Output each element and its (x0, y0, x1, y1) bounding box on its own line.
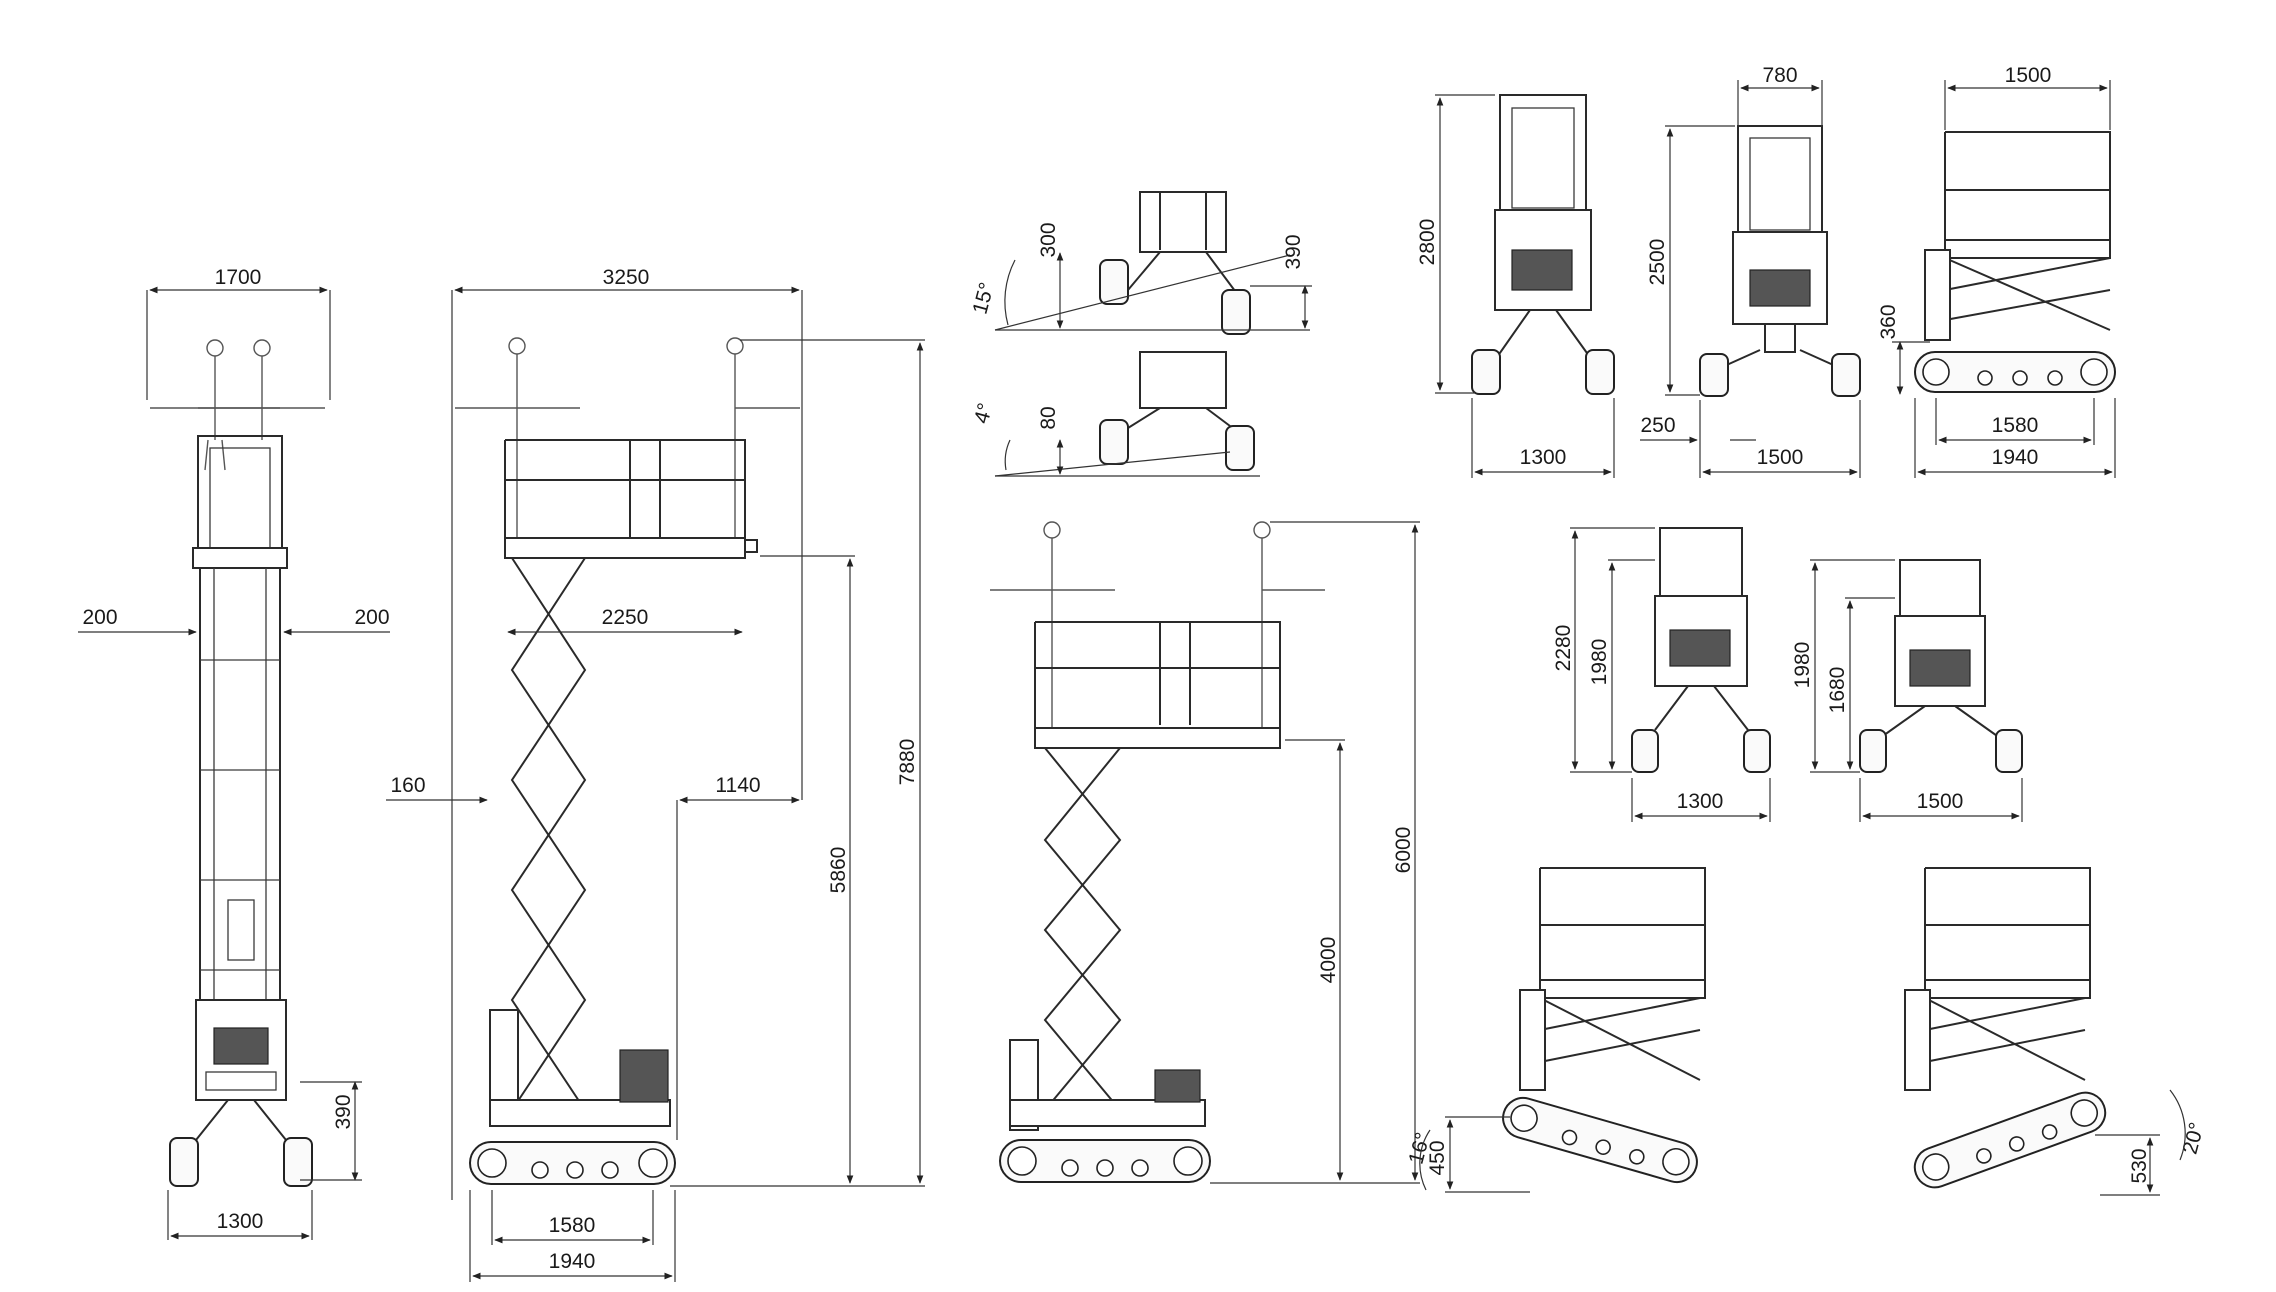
dim-780: 780 (1762, 64, 1797, 87)
dim-1500-tr2: 1500 (1757, 446, 1804, 469)
scissor-arms (1043, 747, 1122, 1111)
guardrail (1034, 621, 1281, 728)
platform-deck (192, 547, 288, 569)
scissor-arms (510, 557, 587, 1111)
dim-1680: 1680 (1826, 667, 1849, 714)
dim-80: 80 (1037, 406, 1060, 429)
slope-view-16: 450 16° (1405, 867, 1706, 1193)
slope-view-20: 530 20° (1904, 867, 2209, 1196)
dim-1940-side: 1940 (549, 1250, 596, 1273)
dim-530: 530 (2128, 1148, 2151, 1183)
dim-2250: 2250 (602, 606, 649, 629)
dim-160: 160 (390, 774, 425, 797)
dim-1500-m2: 1500 (1917, 790, 1964, 813)
side-view-mid: 6000 4000 (990, 521, 1420, 1184)
dim-2800: 2800 (1416, 219, 1439, 266)
dim-1980-m2: 1980 (1791, 642, 1814, 689)
operator-figure (150, 339, 325, 471)
chassis (1732, 231, 1828, 325)
dim-200-right: 200 (354, 606, 389, 629)
dim-7880: 7880 (896, 739, 919, 786)
dim-1980-m1: 1980 (1588, 639, 1611, 686)
platform-deck (504, 537, 746, 559)
dim-390: 390 (332, 1094, 355, 1129)
front-view-stowed-2: 780 2500 250 1500 (1640, 64, 1861, 478)
dim-6000: 6000 (1392, 827, 1415, 874)
base-frame (1009, 1099, 1206, 1127)
dim-390-tilt: 390 (1282, 234, 1305, 269)
dim-2280: 2280 (1552, 625, 1575, 672)
dim-1580-side: 1580 (549, 1214, 596, 1237)
dim-200-left: 200 (82, 606, 117, 629)
dim-angle-15: 15° (969, 280, 999, 317)
dim-1580-tr3: 1580 (1992, 414, 2039, 437)
platform-deck (1539, 979, 1706, 999)
dim-300: 300 (1037, 222, 1060, 257)
base-frame (489, 1099, 671, 1127)
platform-deck (1944, 239, 2111, 259)
dim-3250: 3250 (603, 266, 650, 289)
dim-1300-tr1: 1300 (1520, 446, 1567, 469)
mast-column (199, 567, 281, 1049)
dim-4000: 4000 (1317, 937, 1340, 984)
front-view-folded-1: 2280 1980 1300 (1552, 527, 1771, 822)
dim-1300-front: 1300 (217, 1210, 264, 1233)
dim-450: 450 (1426, 1140, 1449, 1175)
operator-figure (455, 337, 800, 540)
front-view-folded-2: 1980 1680 1500 (1791, 559, 2023, 822)
dim-360: 360 (1877, 304, 1900, 339)
dim-1500-tr3: 1500 (2005, 64, 2052, 87)
dim-1140: 1140 (715, 774, 760, 797)
operator-figure (990, 521, 1325, 728)
track-left (169, 1137, 199, 1187)
crawler-track (1913, 1091, 2107, 1189)
crawler-track (1914, 351, 2116, 393)
side-view-extended: 3250 2250 160 1140 7880 5860 1580 1940 (386, 266, 925, 1282)
tilt-detail-4: 4° 80 (970, 351, 1260, 477)
platform-deck (1924, 979, 2091, 999)
guardrail (504, 439, 746, 545)
crawler-track (1502, 1096, 1698, 1184)
platform-deck (1034, 727, 1281, 749)
dim-250: 250 (1640, 414, 1675, 437)
dim-angle-4: 4° (970, 401, 997, 426)
dim-1940-tr3: 1940 (1992, 446, 2039, 469)
dim-1700: 1700 (215, 266, 262, 289)
front-view-stowed-1: 2800 1300 (1416, 94, 1615, 478)
dim-5860: 5860 (827, 847, 850, 894)
track-right (283, 1137, 313, 1187)
dim-2500: 2500 (1646, 239, 1669, 286)
side-view-stowed: 1500 360 1580 1940 (1877, 64, 2116, 478)
dim-1300-m1: 1300 (1677, 790, 1724, 813)
tilt-detail-15: 15° 300 390 (969, 191, 1312, 335)
front-view: 1700 200 200 390 1300 (78, 266, 390, 1240)
